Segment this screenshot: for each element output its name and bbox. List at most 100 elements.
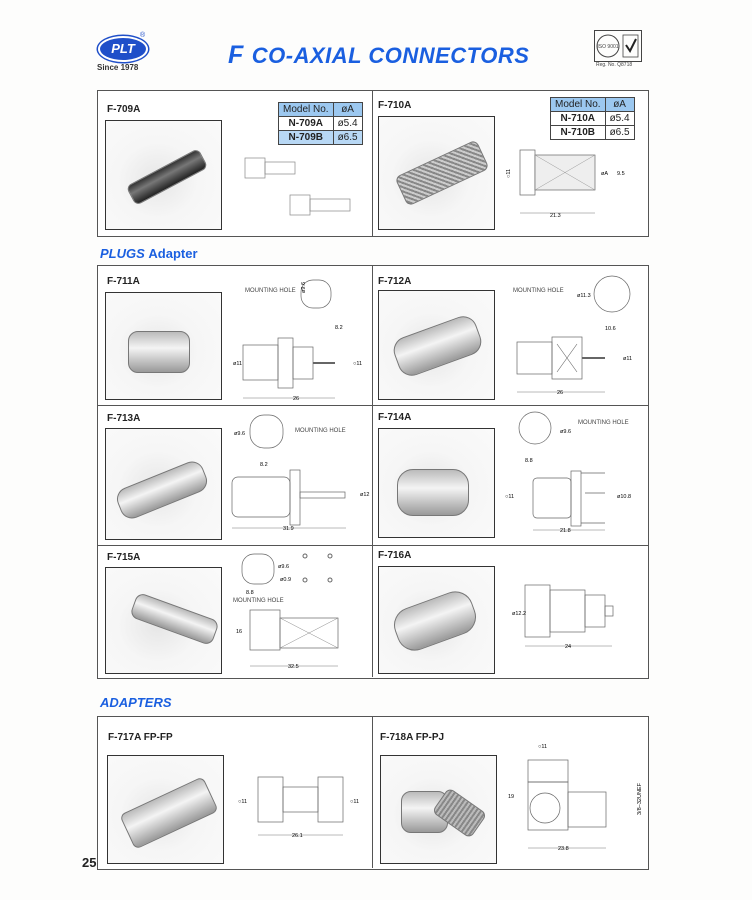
product-photo-f716a: [378, 566, 495, 674]
svg-text:8.2: 8.2: [260, 462, 268, 468]
svg-text:ISO 9001: ISO 9001: [597, 44, 618, 50]
svg-text:31.9: 31.9: [283, 526, 294, 532]
drawing-f712a: ø11.3 10.6 ø11 26: [516, 275, 632, 396]
svg-text:○11: ○11: [538, 744, 547, 750]
registration-number: Reg. No. Q8718: [596, 62, 633, 68]
title-letter: F: [228, 41, 244, 69]
dia-cell: ø6.5: [332, 130, 363, 145]
svg-text:16: 16: [236, 629, 242, 635]
mounting-hole-label: MOUNTING HOLE: [578, 420, 629, 426]
svg-text:10.6: 10.6: [605, 326, 616, 332]
mounting-hole-label: MOUNTING HOLE: [513, 288, 564, 294]
svg-text:○11: ○11: [353, 361, 362, 367]
svg-text:23.8: 23.8: [558, 846, 569, 852]
model-cell: N-710B: [550, 125, 606, 140]
svg-text:ø9.6: ø9.6: [301, 282, 307, 293]
drawing-f714a: ø9.6 8.8 ○11 ø10.8 21.8: [505, 411, 631, 534]
mounting-hole-label: MOUNTING HOLE: [233, 598, 284, 604]
product-photo-f717a: [107, 755, 224, 864]
product-photo-f712a: [378, 290, 495, 400]
svg-text:ø9.6: ø9.6: [560, 429, 571, 435]
product-title-f714a: F-714A: [378, 412, 412, 423]
product-photo-f710a: [378, 116, 495, 230]
drawing-f713a: ø9.6 8.2 ø12 31.9: [231, 414, 369, 532]
mounting-hole-label: MOUNTING HOLE: [245, 288, 296, 294]
registered-mark: ®: [140, 32, 146, 39]
divider: [372, 265, 373, 677]
svg-text:ø11: ø11: [623, 356, 632, 362]
divider: [97, 545, 648, 546]
product-title-f713a: F-713A: [107, 413, 141, 424]
drawing-f717a: ○11 ○11 26.1: [238, 776, 359, 839]
col-model: Model No.: [550, 97, 606, 112]
product-photo-f714a: [378, 428, 495, 538]
section-heading-adapters: ADAPTERS: [100, 695, 172, 710]
svg-text:21.3: 21.3: [550, 213, 561, 219]
svg-text:ø12: ø12: [360, 492, 369, 498]
product-title-f709a: F-709A: [107, 104, 141, 115]
page-title: F CO-AXIAL CONNECTORS: [228, 41, 529, 70]
svg-text:24: 24: [565, 644, 571, 650]
svg-text:ø9.6: ø9.6: [234, 431, 245, 437]
svg-text:ø11: ø11: [233, 361, 242, 367]
svg-text:8.8: 8.8: [525, 458, 533, 464]
svg-text:○11: ○11: [505, 494, 514, 500]
divider: [97, 405, 648, 406]
product-title-f710a: F-710A: [378, 100, 412, 111]
col-diameter: øA: [604, 97, 635, 112]
svg-text:øA: øA: [601, 171, 608, 177]
title-text: CO-AXIAL CONNECTORS: [251, 43, 530, 68]
svg-text:○11: ○11: [506, 169, 512, 178]
since-label: Since 1978: [97, 63, 139, 72]
col-diameter: øA: [332, 102, 363, 117]
iso-certification-badge: ISO 9001: [594, 30, 642, 62]
drawing-f709a: [244, 157, 351, 216]
svg-text:8.8: 8.8: [246, 590, 254, 596]
svg-text:3/8−32UNEF: 3/8−32UNEF: [637, 782, 643, 815]
svg-text:26: 26: [293, 396, 299, 402]
iso-badge-icon: ISO 9001: [596, 34, 639, 58]
svg-text:ø12.2: ø12.2: [512, 611, 526, 617]
svg-text:8.2: 8.2: [335, 325, 343, 331]
product-title-f715a: F-715A: [107, 552, 141, 563]
dia-cell: ø6.5: [604, 125, 635, 140]
product-title-f712a: F-712A: [378, 276, 412, 287]
drawing-f715a: ø9.6 ø0.9 8.8 16 32.5: [236, 553, 339, 670]
drawing-f716a: ø12.2 24: [512, 584, 614, 650]
product-photo-f715a: [105, 567, 222, 674]
dia-cell: ø5.4: [604, 111, 635, 126]
svg-text:26: 26: [557, 390, 563, 396]
drawing-f718a: ○11 19 3/8−32UNEF 23.8: [508, 744, 643, 852]
svg-text:21.8: 21.8: [560, 528, 571, 534]
svg-text:○11: ○11: [350, 799, 359, 805]
mounting-hole-label: MOUNTING HOLE: [295, 428, 346, 434]
product-title-f717a: F-717A FP-FP: [108, 732, 173, 743]
plt-logo: PLT: [98, 36, 148, 62]
svg-text:ø0.9: ø0.9: [280, 577, 291, 583]
svg-text:26.1: 26.1: [292, 833, 303, 839]
svg-text:19: 19: [508, 794, 514, 800]
drawing-f711a: ø9.6 8.2 ø11 ○11 26: [233, 279, 362, 402]
model-cell: N-709B: [278, 130, 334, 145]
product-title-f716a: F-716A: [378, 550, 412, 561]
product-photo-f718a: [380, 755, 497, 864]
product-title-f711a: F-711A: [107, 276, 140, 287]
model-cell: N-709A: [278, 116, 334, 131]
col-model: Model No.: [278, 102, 334, 117]
drawing-f710a: ○11 øA 9.5 21.3: [506, 149, 625, 219]
product-photo-f709a: [105, 120, 222, 230]
divider: [372, 716, 373, 868]
dia-cell: ø5.4: [332, 116, 363, 131]
svg-text:○11: ○11: [238, 799, 247, 805]
svg-text:ø10.8: ø10.8: [617, 494, 631, 500]
model-cell: N-710A: [550, 111, 606, 126]
product-photo-f711a: [105, 292, 222, 400]
section-heading-plugs: PLUGS Adapter: [100, 246, 198, 261]
svg-text:ø9.6: ø9.6: [278, 564, 289, 570]
svg-text:ø11.3: ø11.3: [577, 293, 591, 299]
page-number: 25: [82, 855, 97, 870]
product-photo-f713a: [105, 428, 222, 540]
